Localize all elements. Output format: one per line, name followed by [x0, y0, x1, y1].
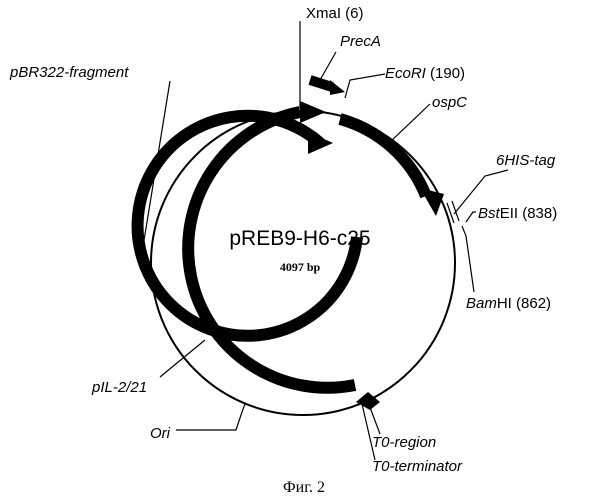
- bamhi-leader-line: [462, 226, 474, 292]
- pbr322-fragment-label: pBR322-fragment: [9, 64, 129, 81]
- ecori-position: (190): [426, 65, 465, 82]
- figure-caption: Фиг. 2: [283, 479, 325, 496]
- t0-terminator-label: T0-terminator: [372, 458, 463, 475]
- ospc-leader-line: [390, 104, 430, 142]
- pil-2-21-arrowhead: [308, 132, 333, 154]
- his-tag-site-bar-2: [452, 201, 459, 221]
- ecori-label: EcoRI (190): [385, 65, 465, 82]
- xmai-label: XmaI (6): [306, 5, 364, 22]
- ori-tick: [242, 404, 245, 412]
- t0-terminator-leader-line: [362, 404, 375, 460]
- pil-label: pIL-2/21: [91, 379, 147, 396]
- ori-label: Ori: [150, 425, 171, 442]
- plasmid-name: pREB9-H6-c25: [229, 227, 370, 250]
- pil-2-21-arc: [138, 116, 357, 336]
- bsteii-rest: EII (838): [500, 205, 558, 222]
- bamhi-label: BamHI (862): [466, 295, 551, 312]
- bamhi-rest: HI (862): [497, 295, 551, 312]
- pil-leader-line: [160, 340, 205, 377]
- ecori-leader-line: [345, 74, 385, 98]
- preca-leader-line: [320, 52, 336, 80]
- bsteii-italic: Bst: [478, 205, 501, 222]
- ori-leader-line: [176, 412, 242, 430]
- ospc-arrowhead: [420, 188, 444, 216]
- ospc-label: ospC: [432, 94, 467, 111]
- plasmid-size: 4097 bp: [280, 260, 321, 274]
- preca-arrowhead: [330, 80, 345, 95]
- preca-arc: [310, 80, 332, 87]
- his-tag-label: 6HIS-tag: [496, 152, 556, 169]
- t0-region-label: T0-region: [372, 434, 436, 451]
- t0-terminator-marker: [356, 392, 380, 410]
- ecori-name: EcoRI: [385, 65, 426, 82]
- pbr322-fragment-arrowhead: [300, 101, 326, 123]
- preca-label: PrecA: [340, 33, 381, 50]
- bsteii-leader-line: [466, 212, 476, 222]
- bamhi-italic: Bam: [466, 295, 497, 312]
- bsteii-label: BstEII (838): [478, 205, 557, 222]
